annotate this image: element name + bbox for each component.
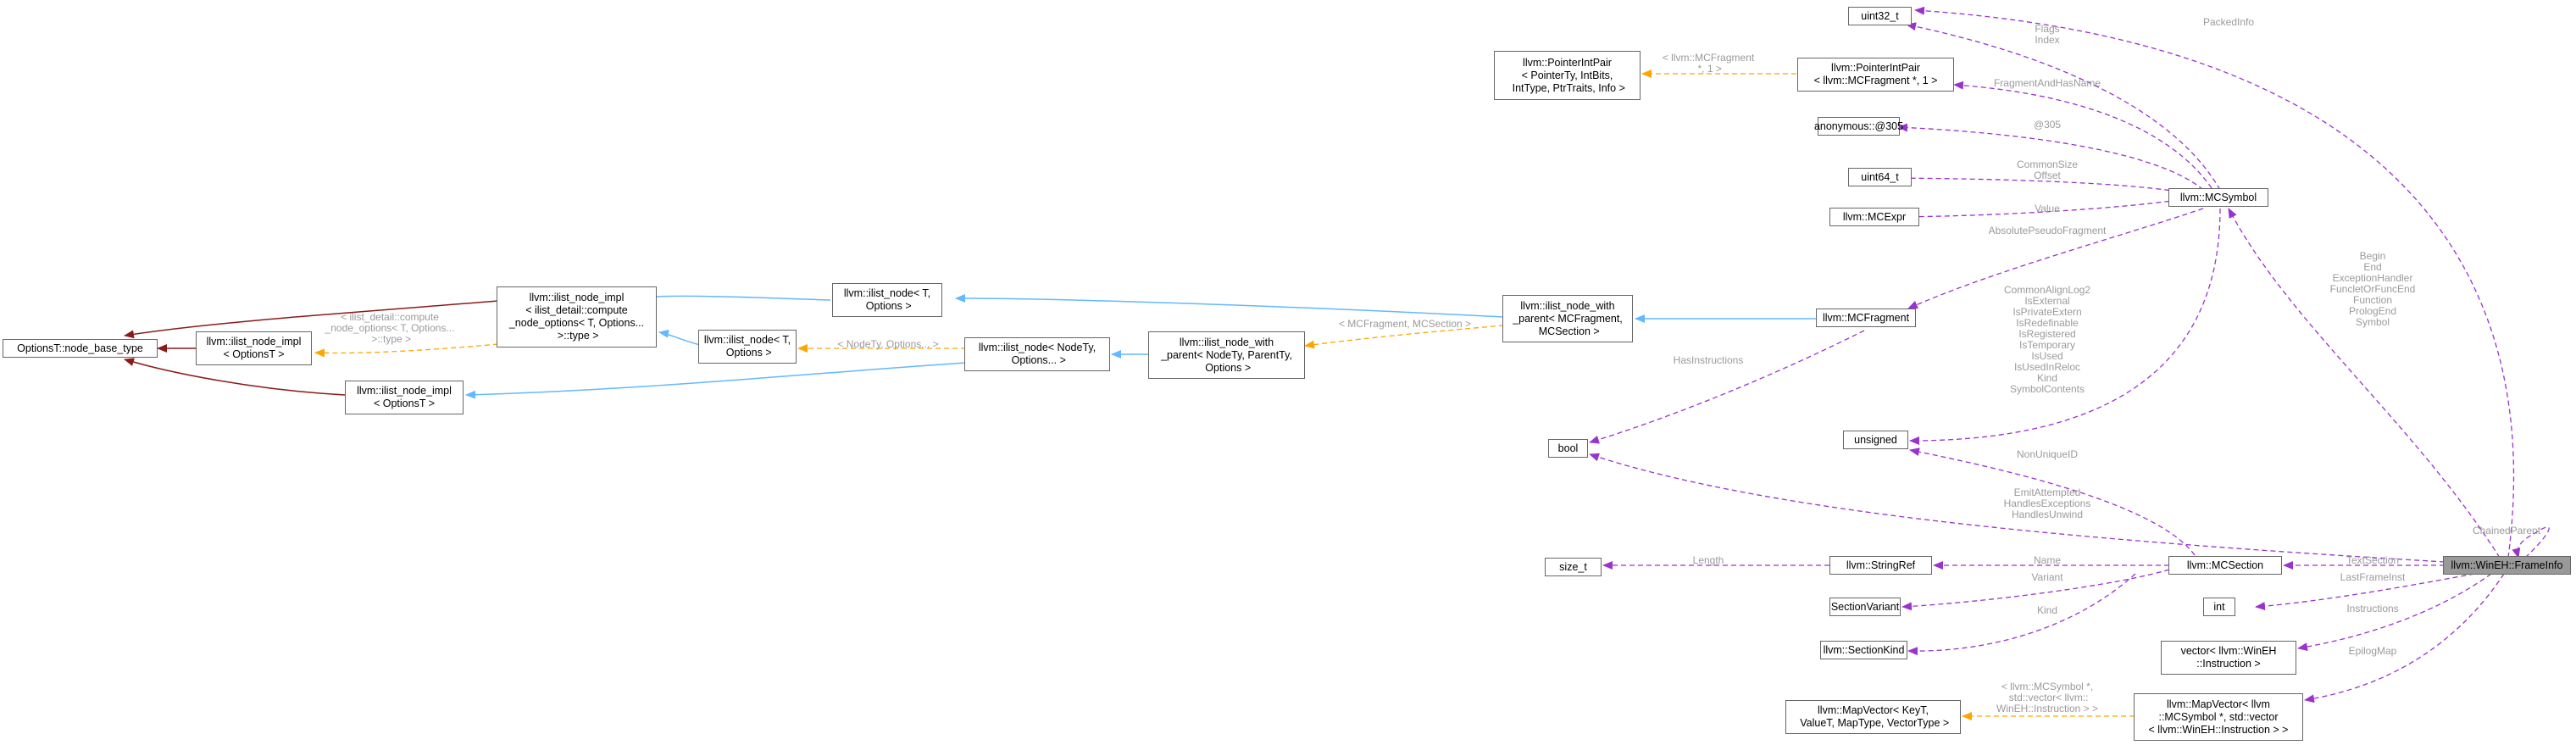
label-fragmentandhasname: FragmentAndHasName [1993,77,2101,89]
label-mcsymbol-to-unsigned: CommonAlignLog2 IsExternal IsPrivateExte… [2003,284,2091,395]
edge-ilist-impl-template [314,343,499,358]
node-uint64-t[interactable]: uint64_t [1848,168,1912,186]
edge-with-parent-mcf-to-ilist-node-top [955,294,1505,318]
label-with-parent-template: < MCFragment, MCSection > [1338,318,1472,330]
label-value: Value [2035,203,2060,214]
label-absolutepseudofragment: AbsolutePseudoFragment [1988,225,2107,236]
label-variant: Variant [2031,571,2063,583]
edge-value [1878,199,2179,221]
node-mapvector-mcsymbol[interactable]: llvm::MapVector< llvm ::MCSymbol *, std:… [2134,693,2303,741]
label-chainedparent: ChainedParent [2472,525,2541,537]
edge-instructions [2297,573,2492,652]
node-pointerintpair-mcfragment[interactable]: llvm::PointerIntPair < llvm::MCFragment … [1797,58,1954,92]
node-bool[interactable]: bool [1548,439,1588,458]
node-mcsection[interactable]: llvm::MCSection [2168,556,2282,575]
edge-packedinfo [1914,6,2515,559]
label-frameinfo-to-bool: EmitAttempted HandlesExceptions HandlesU… [2003,486,2091,520]
label-mapvector-template: < llvm::MCSymbol *, std::vector< llvm:: … [1996,681,2099,714]
node-options-node-base-type[interactable]: OptionsT::node_base_type [3,339,158,358]
edge-ilist-impl-to-options-base [124,300,499,339]
node-ilist-node-nodety[interactable]: llvm::ilist_node< NodeTy, Options... > [964,337,1110,371]
label-nodety-template: < NodeTy, Options... > [837,338,939,350]
label-pointerintpair-template: < llvm::MCFragment *, 1 > [1662,52,1755,75]
node-size-t[interactable]: size_t [1545,558,1602,576]
label-hasinstructions: HasInstructions [1673,354,1744,366]
node-int[interactable]: int [2203,598,2235,616]
node-sectionvariant[interactable]: SectionVariant [1829,598,1901,616]
node-pointerintpair-generic[interactable]: llvm::PointerIntPair < PointerTy, IntBit… [1494,51,1641,100]
node-frameinfo[interactable]: llvm::WinEH::FrameInfo [2443,556,2571,575]
label-packedinfo: PackedInfo [2202,16,2255,28]
edge-kind [1907,573,2136,656]
label-flags-index: Flags Index [2035,23,2060,46]
node-mcfragment[interactable]: llvm::MCFragment [1816,309,1916,327]
node-anonymous-305[interactable]: anonymous::@305 [1814,117,1903,136]
edge-variant [1901,569,2170,611]
node-uint32-t[interactable]: uint32_t [1848,7,1912,25]
edge-flags-index [1906,22,2221,191]
label-commonsize-offset: CommonSize Offset [2016,158,2079,181]
edge-ilist-node-mid-to-ilist-impl [658,329,701,346]
node-stringref[interactable]: llvm::StringRef [1829,556,1932,575]
label-anon-305: @305 [2033,119,2062,131]
edge-epilogmap [2304,573,2505,703]
node-ilist-node-with-parent-generic[interactable]: llvm::ilist_node_with _parent< NodeTy, P… [1148,331,1305,379]
edge-mcsymbol-to-unsigned [1909,208,2221,445]
label-ilist-impl-template: < ilist_detail::compute _node_options< T… [325,311,455,345]
edge-fragmentandhasname [1953,81,2212,189]
edge-chainedparent [2512,526,2550,559]
node-sectionkind[interactable]: llvm::SectionKind [1820,641,1907,659]
label-name: Name [2033,554,2062,566]
node-unsigned[interactable]: unsigned [1843,431,1908,449]
edge-with-parent-template [1304,325,1505,349]
node-ilist-node-impl-optionst-2[interactable]: llvm::ilist_node_impl < OptionsT > [345,381,464,414]
label-textsection: TextSection [2346,554,2400,566]
node-vector-instruction[interactable]: vector< llvm::WinEH ::Instruction > [2161,641,2296,675]
node-mcexpr[interactable]: llvm::MCExpr [1829,208,1919,226]
node-ilist-node-with-parent-mcfragment[interactable]: llvm::ilist_node_with _parent< MCFragmen… [1502,295,1633,342]
label-kind: Kind [2036,604,2058,616]
node-mapvector-generic[interactable]: llvm::MapVector< KeyT, ValueT, MapType, … [1785,700,1961,734]
label-epilogmap: EpilogMap [2348,645,2397,657]
edge-impl-optionst-2-to-options-base [124,358,346,396]
edge-nonuniqueid [1909,448,2196,556]
label-instructions: Instructions [2346,603,2399,614]
edge-anon-305 [1897,123,2204,191]
edge-absolutepseudofragment [1907,208,2204,309]
label-nonuniqueid: NonUniqueID [2016,448,2079,460]
label-frameinfo-to-mcsymbol: Begin End ExceptionHandler FuncletOrFunc… [2329,250,2416,328]
node-ilist-node-impl-compute[interactable]: llvm::ilist_node_impl < ilist_detail::co… [497,286,657,347]
edge-hasinstructions [1589,330,1865,444]
edge-nodety-to-impl-optionst-2 [465,362,967,399]
node-ilist-node-t-options-top[interactable]: llvm::ilist_node< T, Options > [832,283,942,317]
label-lastframeinst: LastFrameInst [2340,571,2406,583]
node-mcsymbol[interactable]: llvm::MCSymbol [2168,188,2268,207]
edge-commonsize-offset [1861,174,2179,192]
label-length: Length [1692,554,1724,566]
node-ilist-node-impl-optionst-1[interactable]: llvm::ilist_node_impl < OptionsT > [196,331,312,365]
edge-frameinfo-to-mcsymbol [2228,208,2501,559]
node-ilist-node-t-options-mid[interactable]: llvm::ilist_node< T, Options > [698,330,797,364]
